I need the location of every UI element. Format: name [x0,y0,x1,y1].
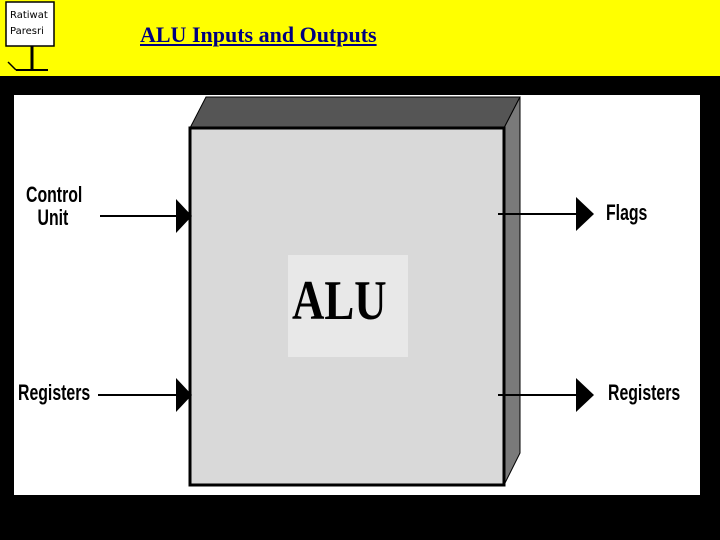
alu-label-box: ALU [288,255,408,357]
input-arrow-registers [98,378,192,412]
alu-diagram: ALU Control Unit Registers Flags Registe… [14,95,700,495]
alu-block-side [503,96,521,486]
input-label-control: Control [26,182,83,207]
input-arrow-control-unit [100,199,192,233]
signboard-logo-icon: Ratiwat Paresri [5,1,55,71]
title-bar: Ratiwat Paresri ALU Inputs and Outputs [0,0,720,76]
logo-text-line1: Ratiwat [10,10,48,21]
output-arrow-flags [498,197,594,231]
output-label-flags: Flags [606,200,648,225]
input-label-registers: Registers [18,380,91,405]
input-label-unit: Unit [37,205,69,231]
page-title: ALU Inputs and Outputs [140,22,377,47]
alu-label: ALU [292,270,387,332]
output-arrow-registers [498,378,594,412]
output-label-registers: Registers [608,380,681,405]
input-label-control-unit: Control Unit [26,183,82,229]
logo-text-line2: Paresri [10,26,44,37]
alu-block-top [189,96,521,129]
